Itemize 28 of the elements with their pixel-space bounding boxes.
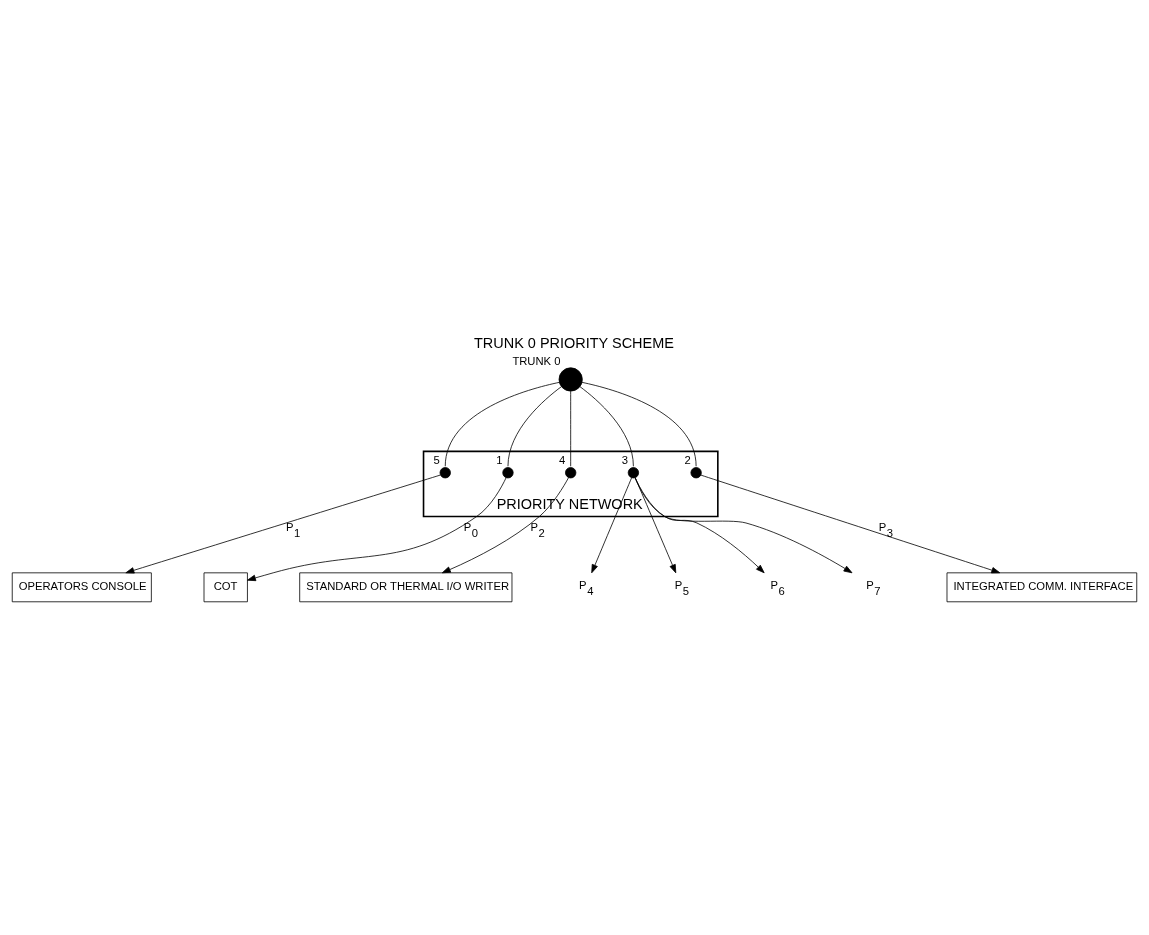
arrow bbox=[247, 477, 507, 582]
connector bbox=[444, 381, 560, 467]
arrow bbox=[634, 477, 853, 574]
node-box: OPERATORS CONSOLE bbox=[11, 572, 152, 603]
node-box: COT bbox=[203, 572, 248, 603]
node-circle bbox=[439, 467, 451, 479]
arrow bbox=[591, 477, 632, 574]
diagram-title: TRUNK 0 PRIORITY SCHEME bbox=[473, 335, 674, 352]
arrow bbox=[441, 477, 569, 574]
node-label: TRUNK 0 bbox=[512, 354, 561, 367]
connector bbox=[507, 386, 562, 467]
arrow bbox=[700, 474, 1001, 574]
node-circle bbox=[502, 467, 514, 479]
node-label: 5 bbox=[433, 454, 440, 467]
arrow bbox=[125, 474, 441, 574]
node-label: 4 bbox=[559, 454, 566, 467]
connector bbox=[579, 386, 634, 467]
node-label: 2 bbox=[684, 454, 691, 467]
node-circle bbox=[565, 467, 577, 479]
connector bbox=[581, 381, 697, 467]
node-box: INTEGRATED COMM. INTERFACE bbox=[946, 572, 1138, 603]
node-circle bbox=[627, 467, 640, 479]
node-box: STANDARD OR THERMAL I/O WRITER bbox=[299, 572, 513, 603]
node-circle bbox=[690, 467, 702, 479]
node-label: 1 bbox=[496, 454, 503, 467]
connector bbox=[570, 390, 572, 467]
node-circle bbox=[558, 367, 583, 392]
node-label: 3 bbox=[621, 454, 629, 467]
